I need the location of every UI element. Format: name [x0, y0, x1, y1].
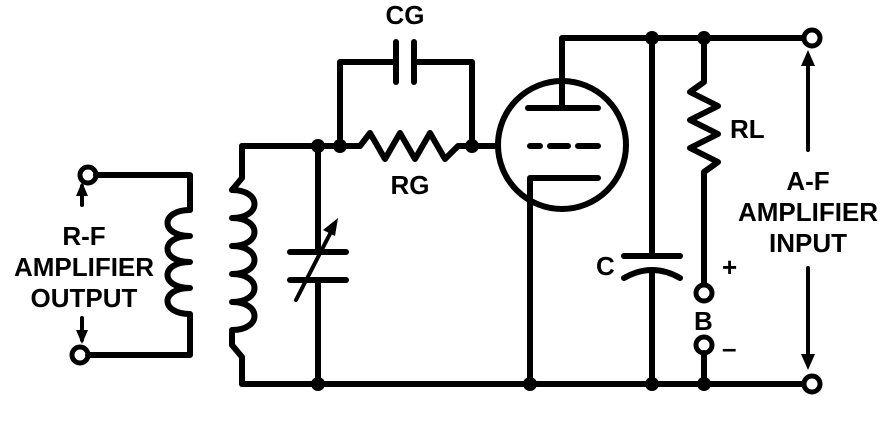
junction-dots	[311, 31, 711, 391]
af-arrowhead-up	[801, 50, 815, 66]
label-rf-line3: OUTPUT	[31, 283, 138, 313]
grid-capacitor-cg	[337, 39, 475, 149]
af-terminal-top[interactable]	[801, 27, 823, 49]
label-rl: RL	[730, 114, 765, 144]
variable-tuning-capacitor	[287, 143, 349, 387]
plate-lead-rail	[559, 35, 807, 111]
primary-lead-bottom	[85, 319, 193, 358]
label-rf-line1: R-F	[62, 221, 105, 251]
label-af-line2: AMPLIFIER	[738, 197, 878, 227]
label-plus: +	[722, 252, 737, 282]
transformer-secondary-coil	[229, 187, 258, 348]
triode-tube	[495, 35, 807, 387]
transformer-primary-coil	[164, 207, 193, 325]
secondary-lead-top	[229, 143, 245, 193]
af-output-terminals	[801, 27, 823, 395]
rf-arrowhead-up	[76, 182, 88, 196]
rf-arrowhead-down	[76, 330, 88, 344]
grid-resistor-rg	[337, 130, 475, 162]
af-terminal-bottom[interactable]	[801, 373, 823, 395]
bypass-capacitor-c	[621, 35, 683, 387]
b-plus-terminal[interactable]	[693, 282, 715, 304]
label-c: C	[596, 251, 615, 281]
rf-input-terminals	[69, 164, 193, 366]
af-arrowhead-down	[801, 354, 815, 370]
label-cg: CG	[386, 0, 425, 30]
label-rg: RG	[391, 170, 430, 200]
tube-cathode	[527, 175, 601, 387]
label-rf-line2: AMPLIFIER	[14, 252, 154, 282]
secondary-lead-bottom	[229, 342, 245, 387]
load-resistor-rl	[687, 35, 721, 288]
label-af-line3: INPUT	[769, 228, 847, 258]
primary-lead-top	[93, 172, 193, 213]
label-minus: –	[722, 333, 736, 363]
label-b: B	[694, 306, 713, 336]
label-af-line1: A-F	[786, 166, 829, 196]
